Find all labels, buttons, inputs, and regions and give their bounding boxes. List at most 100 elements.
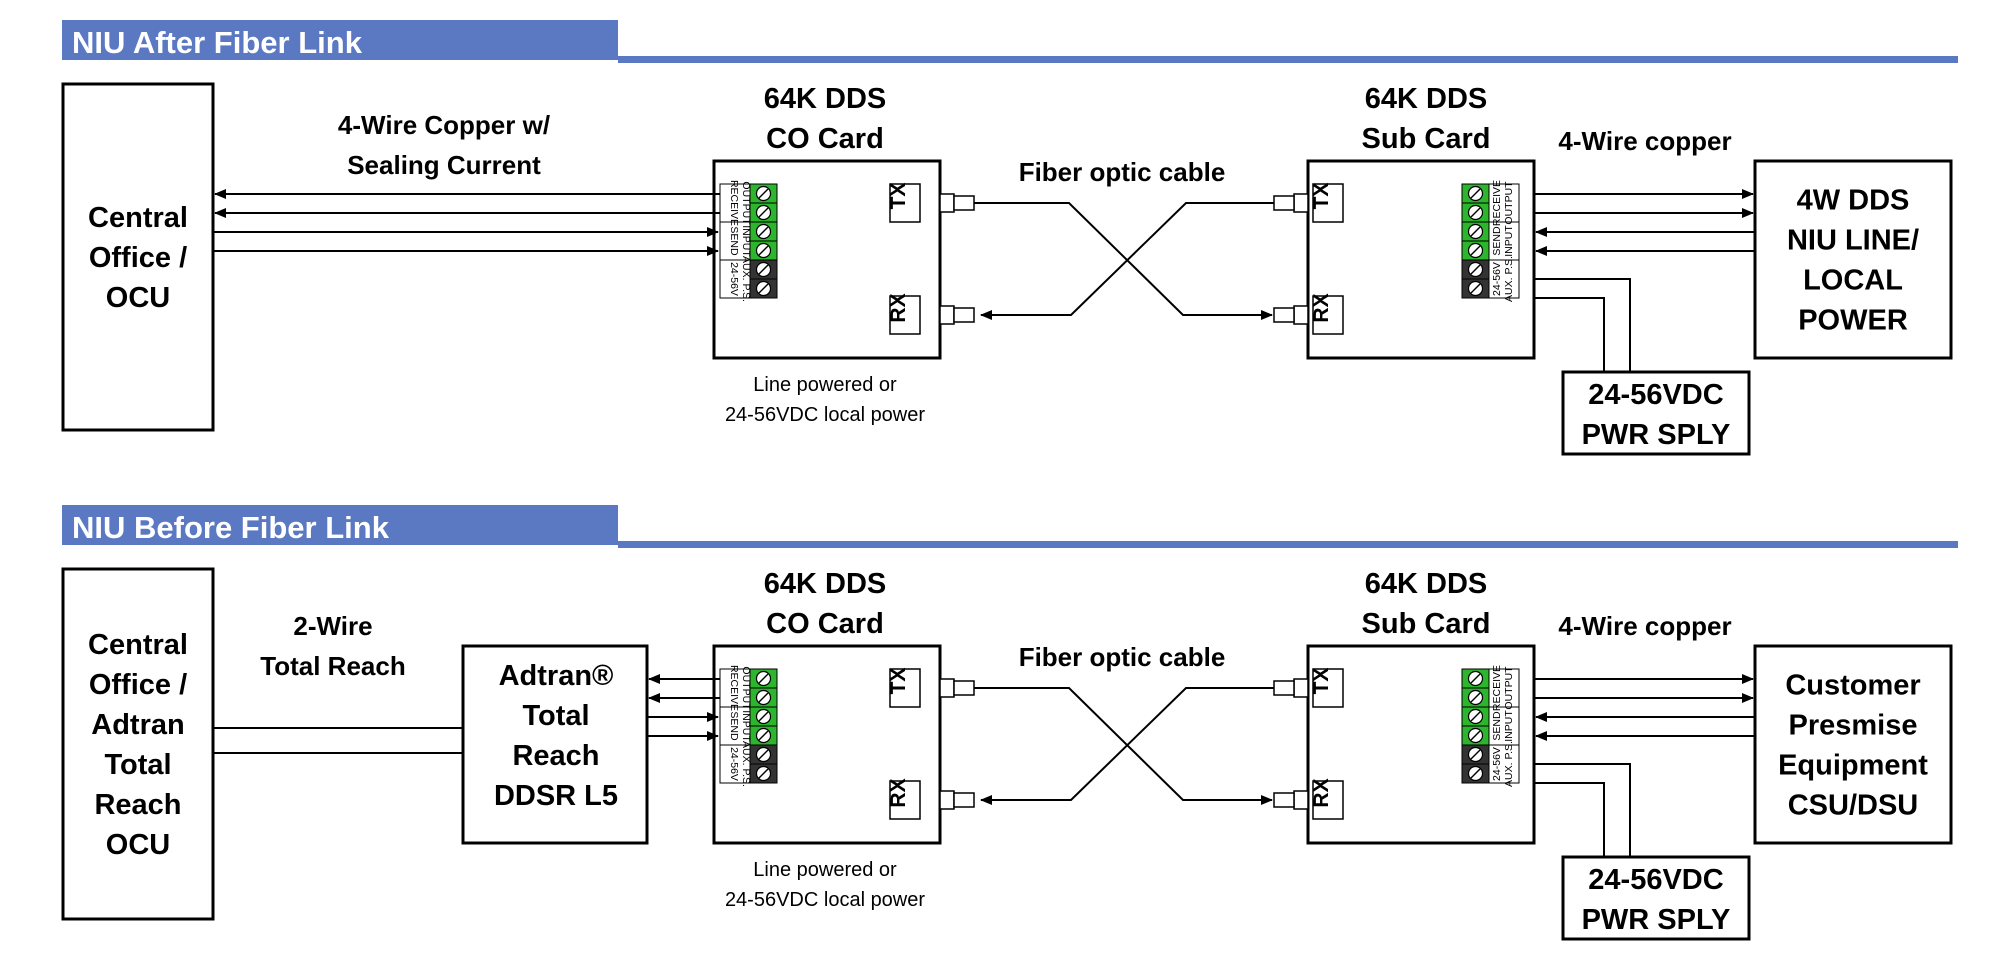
- terminal-label: INPUT: [740, 225, 752, 257]
- screw-slot-icon: [758, 188, 769, 199]
- central-office-text-line: Adtran: [91, 709, 184, 741]
- terminal-label: INPUT: [740, 710, 752, 742]
- central-office-text-line: OCU: [106, 282, 170, 314]
- adtran-text-line: Total: [522, 700, 589, 732]
- fiber-cable: [985, 202, 1274, 316]
- rx-port-box: [1312, 295, 1344, 335]
- terminal-label: 24-56V: [1491, 262, 1503, 296]
- terminal-label: OUTPUT: [740, 666, 752, 710]
- screw-slot-icon: [758, 673, 769, 684]
- screw-slot-icon: [1470, 283, 1481, 294]
- tx-port-box: [1312, 668, 1344, 708]
- right-link-label: 4-Wire copper: [1558, 611, 1731, 641]
- right-equipment-text-line: 4W DDS: [1797, 185, 1910, 217]
- left-link-label-line: Sealing Current: [347, 150, 541, 180]
- central-office-text-line: Central: [88, 629, 188, 661]
- sub-card-title-line: 64K DDS: [1365, 568, 1488, 600]
- right-equipment-box: [1753, 644, 1953, 845]
- screw-slot-icon: [758, 711, 769, 722]
- right-equipment-text-line: LOCAL: [1803, 265, 1903, 297]
- fiber-cable: [985, 687, 1274, 801]
- fiber-connector-icon: [1273, 305, 1309, 325]
- rx-port-box: [1312, 780, 1344, 820]
- screw-slot-icon: [758, 226, 769, 237]
- right-link-label: 4-Wire copper: [1558, 126, 1731, 156]
- power-wire: [1534, 278, 1631, 372]
- fiber-connector-icon: [939, 790, 975, 810]
- screw-slot-icon: [758, 730, 769, 741]
- terminal-label: OUTPUT: [1503, 666, 1515, 710]
- right-equipment-text-line: Equipment: [1778, 750, 1928, 782]
- terminal-label: OUTPUT: [1503, 181, 1515, 225]
- fiber-connector-icon: [1273, 678, 1309, 698]
- power-supply-text-line: PWR SPLY: [1582, 419, 1731, 451]
- rx-port-label: RX: [887, 293, 910, 322]
- connector-ferrule: [1273, 195, 1295, 211]
- power-note-line: 24-56VDC local power: [725, 404, 925, 426]
- section-header-bar: [62, 20, 618, 60]
- connector-body: [939, 790, 955, 810]
- central-office-text-line: OCU: [106, 829, 170, 861]
- right-equipment-text-line: CSU/DSU: [1788, 790, 1919, 822]
- terminal-label: AUX. P.S.: [740, 256, 752, 302]
- connector-ferrule: [1273, 307, 1295, 323]
- connector-ferrule: [1273, 680, 1295, 696]
- tx-port-label: TX: [887, 668, 910, 695]
- power-wire: [1534, 763, 1631, 857]
- terminal-label: AUX. P.S.: [1503, 741, 1515, 787]
- terminal-label: AUX. P.S.: [1503, 256, 1515, 302]
- central-office-text-line: Office /: [89, 669, 187, 701]
- power-note-line: Line powered or: [753, 859, 897, 881]
- connector-body: [1293, 790, 1309, 810]
- tx-port-box: [1312, 183, 1344, 223]
- connector-ferrule: [953, 307, 975, 323]
- section-header-title: NIU Before Fiber Link: [72, 510, 390, 545]
- central-office-text-line: Reach: [94, 789, 181, 821]
- screw-slot-icon: [1470, 711, 1481, 722]
- screw-slot-icon: [1470, 692, 1481, 703]
- power-supply-text-line: 24-56VDC: [1588, 379, 1723, 411]
- terminal-label: INPUT: [1503, 225, 1515, 257]
- screw-slot-icon: [758, 692, 769, 703]
- central-office-text-line: Central: [88, 202, 188, 234]
- tx-port-label: TX: [1310, 183, 1333, 210]
- central-office-text-line: Total: [104, 749, 171, 781]
- terminal-label: RECEIVE: [1491, 665, 1503, 711]
- right-equipment-text-line: Customer: [1785, 670, 1920, 702]
- fiber-optic-label: Fiber optic cable: [1019, 157, 1226, 187]
- screw-slot-icon: [1470, 264, 1481, 275]
- tx-port-box: [889, 183, 921, 223]
- right-equipment-text-line: NIU LINE/: [1787, 225, 1919, 257]
- co-card-title-line: 64K DDS: [764, 83, 887, 115]
- screw-slot-icon: [1470, 673, 1481, 684]
- screw-slot-icon: [758, 749, 769, 760]
- co-card-title-line: 64K DDS: [764, 568, 887, 600]
- right-equipment-text-line: Presmise: [1789, 710, 1918, 742]
- power-note-line: Line powered or: [753, 374, 897, 396]
- screw-slot-icon: [1470, 730, 1481, 741]
- adtran-text-line: Adtran®: [499, 660, 614, 692]
- screw-slot-icon: [1470, 207, 1481, 218]
- adtran-text-line: DDSR L5: [494, 780, 618, 812]
- rx-port-label: RX: [1310, 293, 1333, 322]
- screw-slot-icon: [758, 264, 769, 275]
- fiber-connector-icon: [939, 193, 975, 213]
- sub-card-title-line: Sub Card: [1362, 123, 1491, 155]
- fiber-connector-icon: [1273, 193, 1309, 213]
- sub-card-title-line: 64K DDS: [1365, 83, 1488, 115]
- right-equipment-text-line: POWER: [1798, 305, 1908, 337]
- section-header-rule: [618, 541, 1958, 548]
- power-note-line: 24-56VDC local power: [725, 889, 925, 911]
- connector-body: [939, 305, 955, 325]
- terminal-label: SEND: [728, 226, 740, 256]
- section-header-bar: [62, 505, 618, 545]
- left-link-label-line: Total Reach: [260, 651, 405, 681]
- terminal-label-column: [719, 183, 751, 299]
- central-office-text-line: Office /: [89, 242, 187, 274]
- terminal-label: 24-56V: [728, 747, 740, 781]
- connector-ferrule: [953, 195, 975, 211]
